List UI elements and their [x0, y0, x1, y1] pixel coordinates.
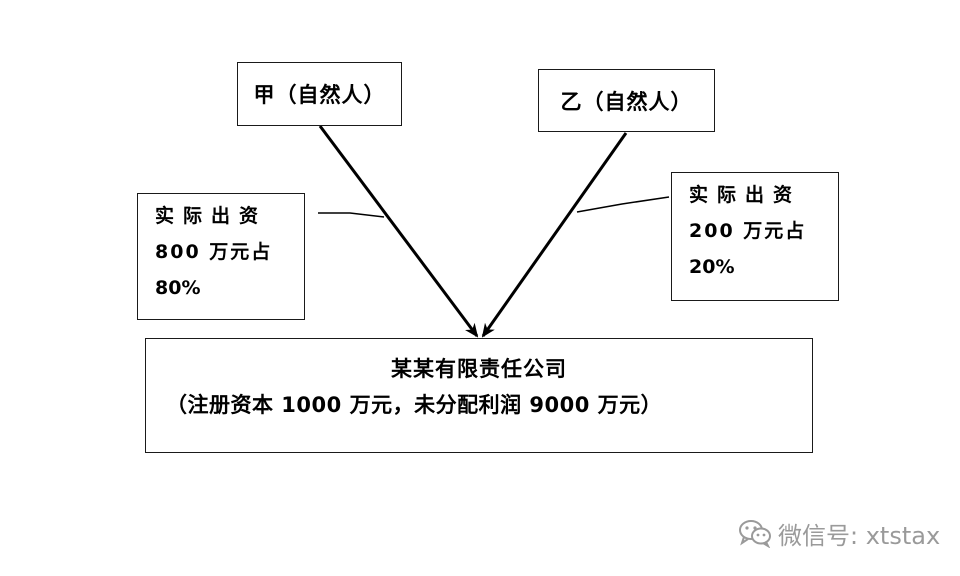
watermark: 微信号: xtstax [738, 516, 940, 550]
person-box-jia: 甲（自然人） [237, 62, 402, 126]
watermark-text: 微信号: xtstax [778, 521, 941, 550]
investment-right-line2: 200 万元占 [689, 220, 807, 242]
company-name: 某某有限责任公司 [391, 357, 567, 381]
company-box: 某某有限责任公司 （注册资本 1000 万元，未分配利润 9000 万元） [145, 338, 813, 453]
investment-box-left: 实际出资 800 万元占 80% [137, 193, 305, 320]
arrow-jia-to-company [318, 125, 479, 338]
investment-left-line1: 实际出资 [155, 205, 268, 227]
callout-line-left [318, 212, 385, 218]
arrow-yi-to-company [481, 132, 628, 338]
person-box-yi: 乙（自然人） [538, 69, 715, 132]
investment-left-line2: 800 万元占 [155, 241, 273, 263]
person-label-jia: 甲（自然人） [253, 83, 386, 107]
investment-right-line1: 实际出资 [689, 184, 802, 206]
investment-box-right: 实际出资 200 万元占 20% [671, 172, 839, 301]
person-label-yi: 乙（自然人） [560, 89, 693, 114]
company-detail: （注册资本 1000 万元，未分配利润 9000 万元） [166, 393, 663, 417]
investment-right-line3: 20% [689, 256, 735, 278]
wechat-icon [738, 518, 772, 548]
callout-line-right [576, 196, 670, 213]
investment-left-line3: 80% [155, 277, 201, 299]
